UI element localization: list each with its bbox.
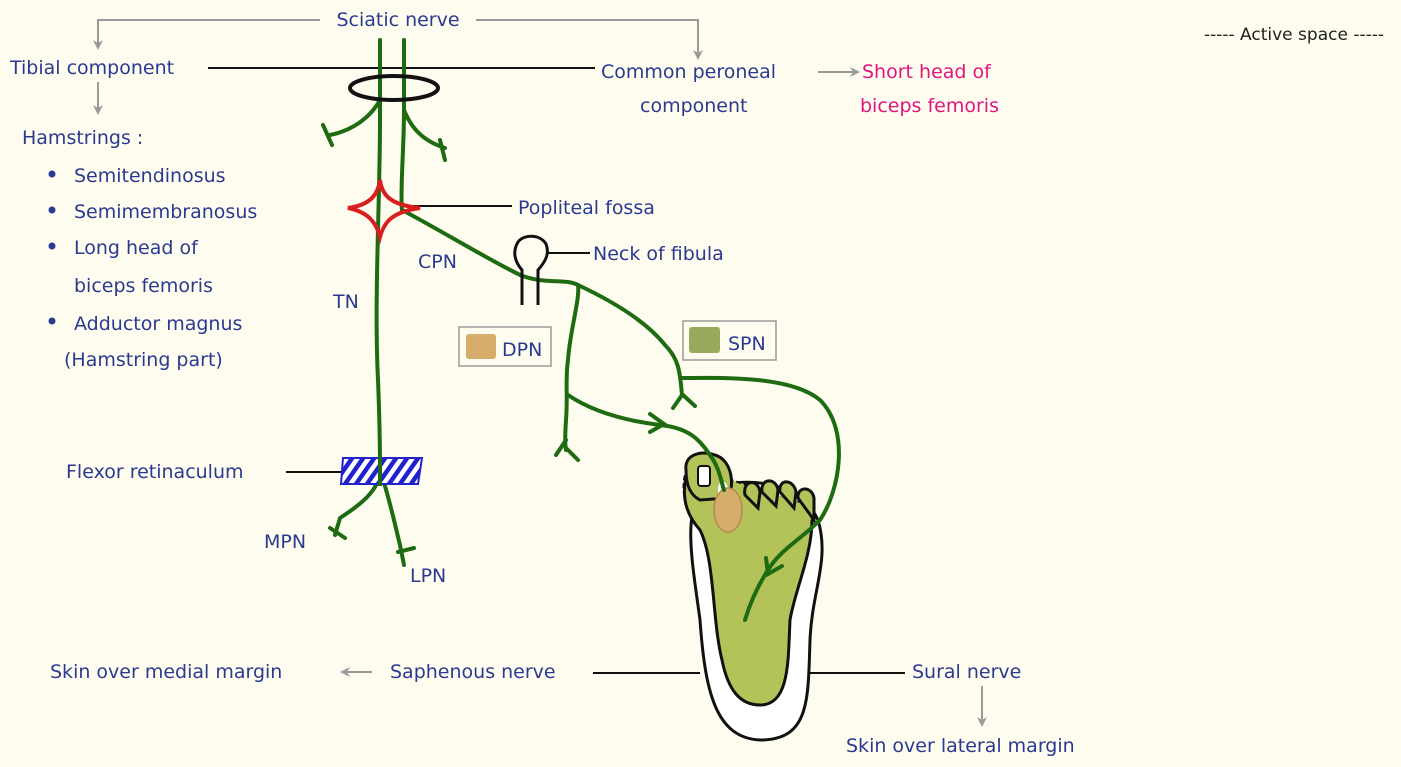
hamstring-bullets (49, 171, 56, 325)
sciatic-nerve-label: Sciatic nerve (336, 9, 459, 31)
fibula-neck-shape (515, 236, 548, 305)
short-head-label: Short head of (862, 61, 992, 83)
hamstring-item: Adductor magnus (74, 313, 242, 335)
mpn-label: MPN (264, 531, 306, 553)
tn-label: TN (332, 291, 359, 313)
popliteal-fossa-label: Popliteal fossa (518, 197, 655, 219)
neck-of-fibula-label: Neck of fibula (593, 243, 724, 265)
skin-medial-label: Skin over medial margin (50, 661, 282, 683)
short-head-label-2: biceps femoris (860, 95, 999, 117)
lpn-label: LPN (410, 565, 446, 587)
popliteal-fossa-diamond (348, 180, 420, 237)
dpn-skin-area (714, 488, 742, 532)
common-peroneal-label: Common peroneal (601, 61, 776, 83)
hamstrings-heading: Hamstrings : (22, 127, 143, 149)
hamstring-item: Semimembranosus (74, 201, 257, 223)
sciatic-sheath-ring (350, 76, 438, 100)
hamstring-item: (Hamstring part) (64, 349, 223, 371)
active-space-label: ----- Active space ----- (1204, 25, 1384, 45)
spn-swatch (689, 327, 720, 353)
sural-nerve-label: Sural nerve (912, 661, 1021, 683)
cpn-label: CPN (418, 251, 457, 273)
common-peroneal-label-2: component (640, 95, 748, 117)
hamstring-item: Long head of (74, 237, 199, 259)
labels: Sciatic nerve Tibial component Common pe… (9, 9, 1384, 757)
branch-arrows (98, 20, 982, 722)
dpn-label: DPN (502, 339, 542, 361)
hamstring-item: Semitendinosus (74, 165, 226, 187)
hamstring-item: biceps femoris (74, 275, 213, 297)
flexor-retinaculum-label: Flexor retinaculum (66, 461, 244, 483)
tibial-component-label: Tibial component (9, 57, 174, 79)
dpn-swatch (466, 334, 496, 359)
skin-lateral-label: Skin over lateral margin (846, 735, 1075, 757)
spn-label: SPN (728, 333, 766, 355)
saphenous-nerve-label: Saphenous nerve (390, 661, 556, 683)
